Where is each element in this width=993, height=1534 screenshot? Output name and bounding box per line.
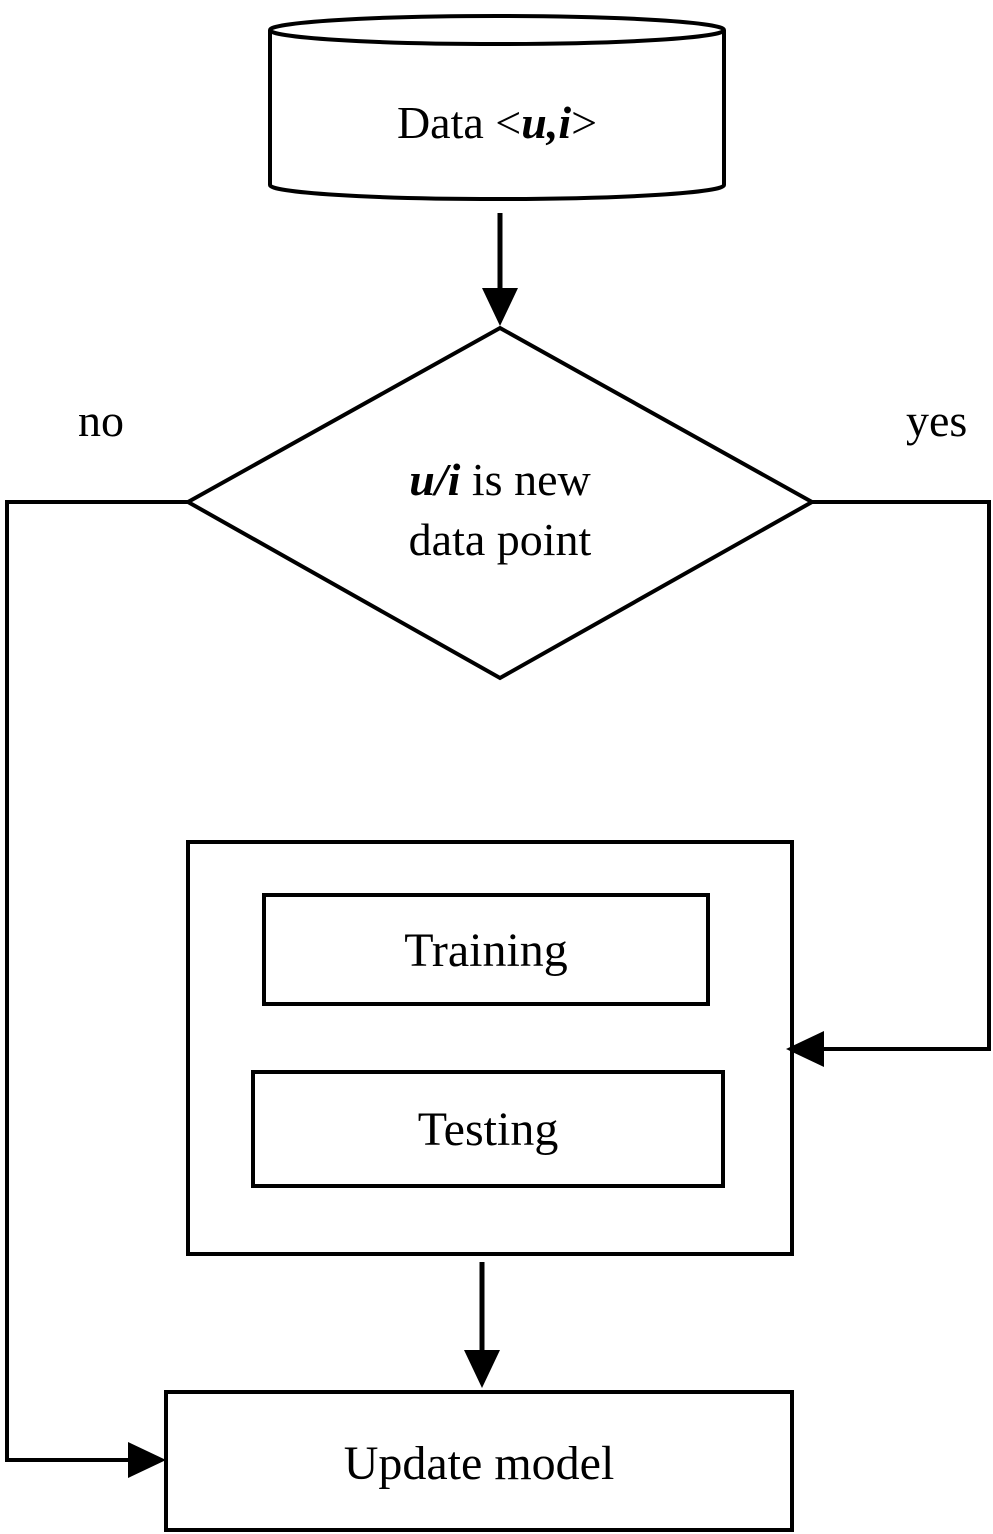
arrow-process-to-update xyxy=(464,1262,500,1388)
cylinder-top xyxy=(268,14,726,46)
decision-line-1: u/i is new xyxy=(300,450,700,510)
training-box-shape xyxy=(262,893,710,1006)
yes-branch-label: yes xyxy=(906,395,968,446)
no-branch-label: no xyxy=(78,395,124,446)
data-var-u: u xyxy=(521,97,547,148)
data-suffix: > xyxy=(571,97,598,148)
no-branch-connector xyxy=(5,500,188,1478)
update-model-label: Update model xyxy=(343,1437,615,1490)
update-model-box-shape xyxy=(164,1390,794,1532)
cylinder-body xyxy=(268,30,726,201)
process-container-shape xyxy=(186,840,794,1256)
decision-label: u/i is new data point xyxy=(300,450,700,570)
data-var-i: i xyxy=(558,97,572,148)
training-label: Training xyxy=(404,924,568,977)
decision-diamond-shape xyxy=(183,325,817,681)
data-prefix: Data < xyxy=(396,97,522,148)
testing-box-shape xyxy=(251,1070,725,1188)
data-comma: , xyxy=(546,97,559,148)
data-cylinder-shape xyxy=(268,14,726,201)
decision-line-2: data point xyxy=(408,514,592,565)
data-store-label: Data <u,i> xyxy=(270,100,724,146)
decision-line1-rest: is new xyxy=(460,454,591,505)
arrow-data-to-decision xyxy=(482,213,518,326)
testing-label: Testing xyxy=(417,1103,559,1156)
decision-var: u/i xyxy=(409,454,461,505)
yes-branch-connector xyxy=(786,500,991,1067)
